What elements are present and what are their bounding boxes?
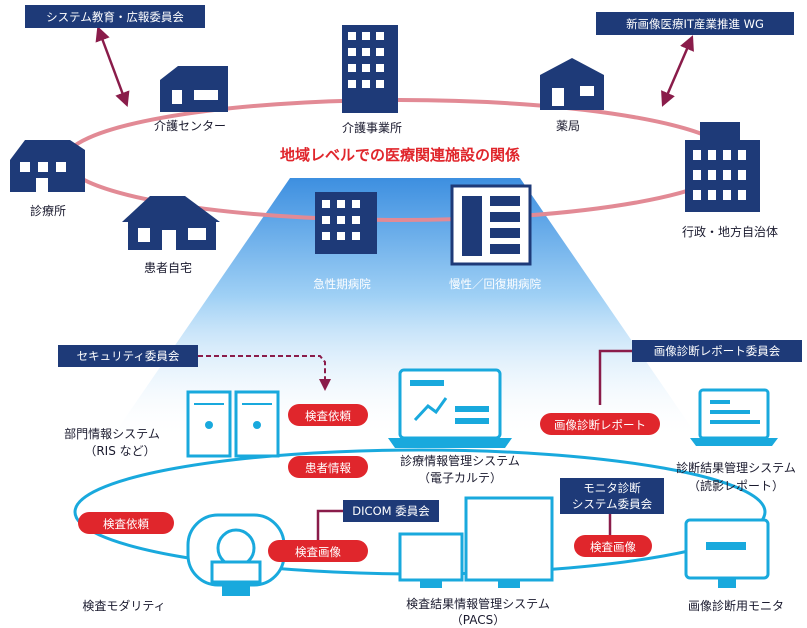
- wg-label: 新画像医療IT産業推進 WG: [626, 17, 764, 31]
- flow-patient-info-label: 患者情報: [305, 461, 351, 475]
- pharmacy-icon: [540, 58, 604, 110]
- government-icon: [685, 122, 760, 212]
- acute-hospital-label: 急性期病院: [313, 277, 371, 291]
- security-arrow: [198, 355, 331, 391]
- care-office-icon: [342, 25, 398, 113]
- dept-system-icon: [186, 390, 280, 458]
- education-committee-box: システム教育・広報委員会: [25, 5, 205, 28]
- flow-exam-image-2: 検査画像: [574, 535, 652, 557]
- dept-system-label: 部門情報システム: [64, 426, 160, 441]
- flow-exam-request-2: 検査依頼: [78, 512, 174, 534]
- wg-box: 新画像医療IT産業推進 WG: [596, 12, 794, 35]
- dept-system-sublabel: （RIS など）: [84, 444, 155, 458]
- flow-exam-request-1: 検査依頼: [288, 404, 368, 426]
- chronic-hospital-icon: [450, 184, 532, 266]
- dicom-committee-box: DICOM 委員会: [343, 500, 439, 522]
- care-office-label: 介護事業所: [342, 120, 402, 135]
- clinic-icon: [10, 140, 85, 192]
- reading-report-icon: [690, 388, 778, 446]
- pacs-sublabel: （PACS）: [451, 613, 505, 627]
- emr-laptop-icon: [388, 368, 512, 448]
- patient-home-icon: [122, 196, 220, 250]
- flow-image-report-label: 画像診断レポート: [554, 418, 646, 432]
- reading-report-label: 診断結果管理システム: [676, 460, 796, 475]
- flow-exam-image-2-label: 検査画像: [590, 540, 636, 554]
- flow-exam-image-1: 検査画像: [268, 540, 368, 562]
- monitor-committee-label-2: システム委員会: [572, 497, 653, 511]
- report-committee-box: 画像診断レポート委員会: [632, 340, 802, 362]
- diagnostic-monitor-icon: [684, 518, 770, 588]
- modality-icon: [186, 513, 286, 596]
- diagnostic-monitor-label: 画像診断用モニタ: [688, 598, 784, 613]
- light-beam: [110, 178, 700, 440]
- flow-patient-info: 患者情報: [288, 456, 368, 478]
- chronic-hospital-label: 慢性／回復期病院: [449, 277, 541, 291]
- emr-sublabel: （電子カルテ）: [418, 471, 502, 485]
- report-committee-line: [598, 349, 632, 405]
- flow-exam-request-1-label: 検査依頼: [305, 409, 351, 423]
- monitor-committee-box: モニタ診断 システム委員会: [560, 478, 664, 514]
- diagram-title: 地域レベルでの医療関連施設の関係: [280, 146, 520, 164]
- wg-arrow: [661, 35, 694, 107]
- pacs-label: 検査結果情報管理システム: [406, 596, 550, 611]
- dicom-committee-label: DICOM 委員会: [352, 504, 430, 518]
- flow-image-report: 画像診断レポート: [540, 413, 660, 435]
- flow-exam-image-1-label: 検査画像: [295, 545, 341, 559]
- clinic-label: 診療所: [30, 203, 66, 218]
- security-committee-box: セキュリティ委員会: [58, 345, 198, 367]
- education-committee-label: システム教育・広報委員会: [46, 10, 184, 24]
- pacs-icon: [398, 496, 554, 588]
- modality-label: 検査モダリティ: [82, 598, 165, 613]
- emr-label: 診療情報管理システム: [400, 453, 520, 468]
- pharmacy-label: 薬局: [556, 119, 580, 133]
- security-committee-label: セキュリティ委員会: [77, 349, 180, 363]
- acute-hospital-icon: [315, 192, 377, 254]
- education-arrow: [95, 25, 130, 108]
- care-center-icon: [160, 66, 228, 112]
- care-center-label: 介護センター: [154, 118, 226, 133]
- report-committee-label: 画像診断レポート委員会: [654, 344, 781, 358]
- flow-exam-request-2-label: 検査依頼: [103, 517, 149, 531]
- monitor-committee-label-1: モニタ診断: [583, 481, 641, 495]
- patient-home-label: 患者自宅: [144, 260, 192, 275]
- reading-report-sublabel: （読影レポート）: [688, 478, 784, 493]
- dicom-line: [316, 509, 343, 540]
- government-label: 行政・地方自治体: [682, 224, 778, 239]
